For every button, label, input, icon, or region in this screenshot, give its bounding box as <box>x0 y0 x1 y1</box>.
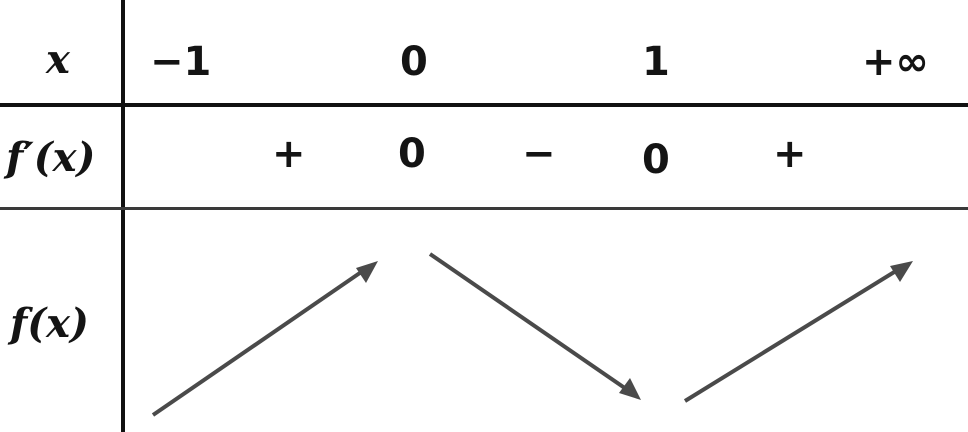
increasing-arrow-1 <box>151 261 378 417</box>
table-row-divider-top <box>0 103 968 107</box>
x-value-one: 1 <box>642 39 670 85</box>
decreasing-arrow <box>428 252 641 400</box>
table-vertical-divider <box>121 0 125 432</box>
derivative-zero-at-0: 0 <box>398 131 426 177</box>
row-label-function: f(x) <box>10 300 89 347</box>
increasing-arrow-2 <box>683 261 913 403</box>
row-label-x: x <box>46 36 70 83</box>
table-row-divider-bottom <box>0 207 968 210</box>
x-value-zero: 0 <box>400 39 428 85</box>
derivative-zero-at-1: 0 <box>642 137 670 183</box>
row-label-derivative: f′(x) <box>6 134 96 181</box>
x-value-plus-infinity: +∞ <box>862 39 929 85</box>
x-value-minus-one: −1 <box>150 39 212 85</box>
derivative-sign-positive-1: + <box>272 131 306 177</box>
derivative-sign-negative: − <box>522 131 556 177</box>
derivative-sign-positive-2: + <box>773 131 807 177</box>
